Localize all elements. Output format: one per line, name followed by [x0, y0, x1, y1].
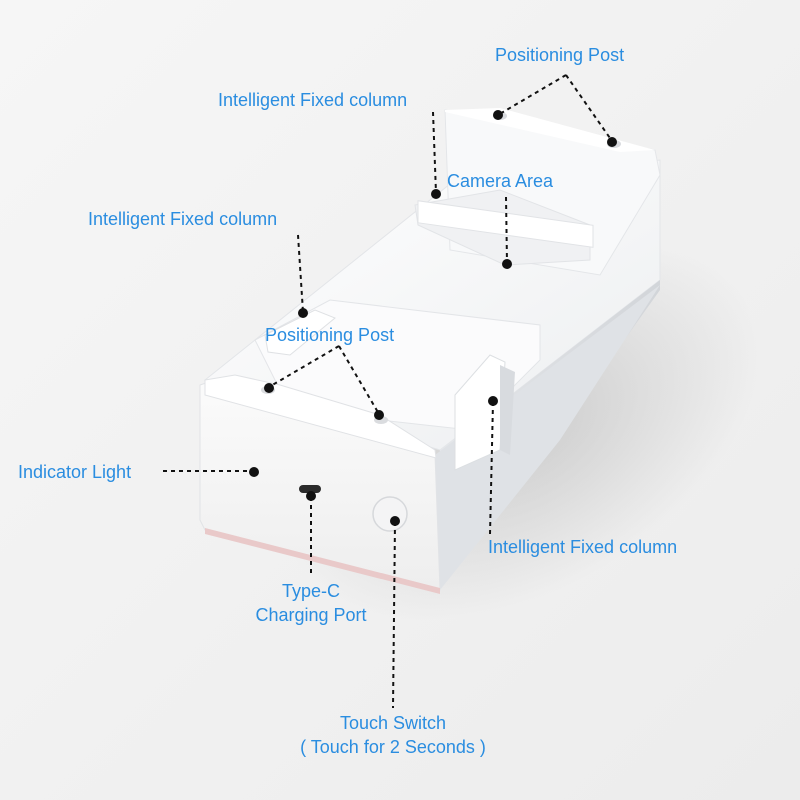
right-fixed-column-side: [500, 365, 515, 455]
label-intelligent-fixed-column-right: Intelligent Fixed column: [488, 537, 678, 557]
leader-line: [338, 345, 380, 415]
device-base-edge: [205, 528, 440, 594]
label-indicator-light: Indicator Light: [18, 462, 132, 482]
leader-lines: [163, 74, 613, 709]
label-positioning-post-mid: Positioning Post: [265, 325, 395, 345]
leader-line: [268, 345, 340, 388]
leader-line: [297, 234, 304, 313]
callout-dot: [493, 110, 503, 120]
callout-dot: [298, 308, 308, 318]
label-touch-switch-line2: ( Touch for 2 Seconds ): [300, 737, 486, 757]
callout-dot: [431, 189, 441, 199]
leader-line: [505, 196, 508, 264]
callout-dot: [390, 516, 400, 526]
callout-dot: [488, 396, 498, 406]
callout-dot: [502, 259, 512, 269]
label-camera-area: Camera Area: [447, 171, 554, 191]
label-type-c-line1: Type-C: [281, 581, 341, 601]
callout-dot: [374, 410, 384, 420]
callout-dot: [249, 467, 259, 477]
label-positioning-post-top: Positioning Post: [495, 45, 625, 65]
label-touch-switch: Touch Switch ( Touch for 2 Seconds ): [268, 711, 518, 759]
label-type-c-charging-port: Type-C Charging Port: [236, 579, 386, 627]
leader-line: [497, 74, 567, 116]
callout-dots: [249, 110, 617, 526]
leader-line: [392, 521, 396, 709]
leader-line: [565, 74, 613, 142]
callout-dot: [607, 137, 617, 147]
touch-switch-button: [372, 496, 408, 532]
label-intelligent-fixed-column-left: Intelligent Fixed column: [88, 209, 278, 229]
leader-line: [432, 111, 437, 194]
label-type-c-line2: Charging Port: [255, 605, 367, 625]
leader-line: [489, 401, 494, 535]
device-right-side-lower: [435, 285, 660, 590]
label-intelligent-fixed-column-top: Intelligent Fixed column: [218, 90, 408, 110]
callout-dot: [306, 491, 316, 501]
label-touch-switch-line1: Touch Switch: [339, 713, 447, 733]
device-front-raised: [204, 374, 437, 459]
type-c-port: [299, 485, 321, 493]
callout-dot: [264, 383, 274, 393]
